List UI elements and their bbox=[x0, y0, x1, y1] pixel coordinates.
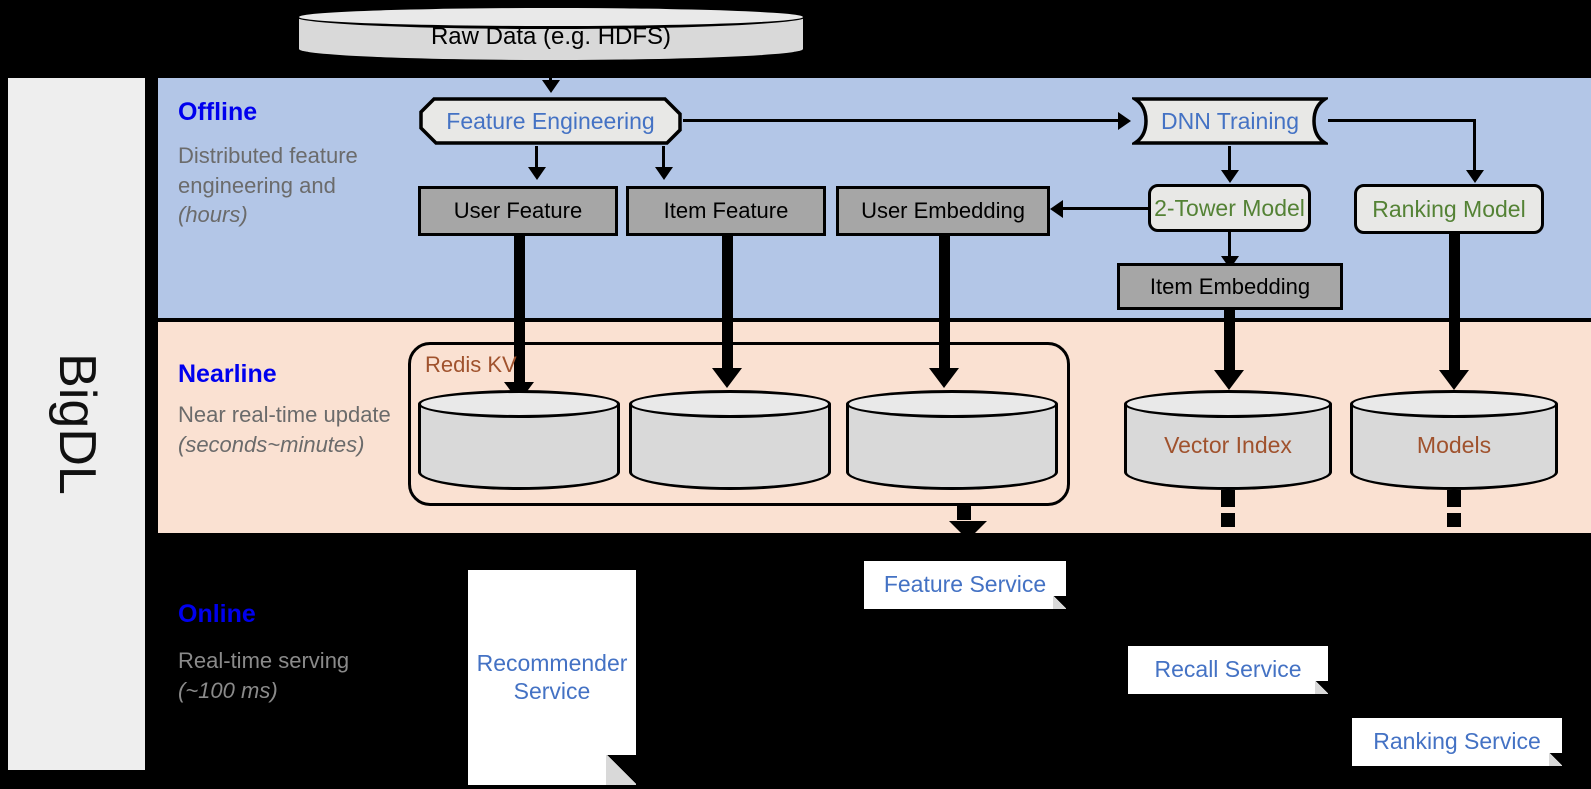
arrowhead-fe-itemfeature bbox=[655, 167, 673, 180]
online-title: Online bbox=[178, 600, 256, 628]
raw-data-label: Raw Data (e.g. HDFS) bbox=[430, 23, 672, 50]
dnn-training-node[interactable]: DNN Training bbox=[1128, 96, 1332, 146]
models-cylinder[interactable]: Models bbox=[1350, 390, 1558, 490]
feature-engineering-node[interactable]: Feature Engineering bbox=[418, 96, 683, 146]
connector-dnn-twotower bbox=[1228, 146, 1231, 172]
recall-service-node[interactable]: Recall Service bbox=[1128, 646, 1328, 694]
dash-ranking-service-1 bbox=[1447, 490, 1461, 507]
connector-dnn-ranking-h bbox=[1328, 119, 1476, 122]
recommender-service-label: Recommender Service bbox=[476, 649, 628, 704]
item-feature-store-cylinder[interactable] bbox=[629, 390, 831, 490]
arrowhead-dnn-ranking bbox=[1466, 170, 1484, 183]
two-tower-model-label: 2-Tower Model bbox=[1154, 194, 1305, 221]
redis-kv-label: Redis KV bbox=[425, 352, 517, 377]
online-desc-text: Real-time serving bbox=[178, 648, 350, 673]
dash-recall-service-1 bbox=[1221, 490, 1235, 507]
recommender-service-node[interactable]: Recommender Service bbox=[468, 570, 636, 785]
offline-desc-text: Distributed feature engineering and bbox=[178, 143, 358, 198]
vector-index-label: Vector Index bbox=[1164, 432, 1292, 458]
thick-arrowhead-itemfeature bbox=[712, 368, 742, 388]
thick-connector-userfeature bbox=[514, 236, 525, 390]
user-embedding-node[interactable]: User Embedding bbox=[836, 186, 1050, 236]
nearline-description: Near real-time update (seconds~minutes) bbox=[178, 400, 403, 459]
dash-ranking-service-2 bbox=[1447, 513, 1461, 527]
online-description: Real-time serving (~100 ms) bbox=[178, 646, 403, 705]
nearline-title: Nearline bbox=[178, 360, 277, 388]
arrowhead-twotower-userembedding bbox=[1050, 200, 1063, 218]
redis-kv-container[interactable] bbox=[408, 342, 1070, 506]
user-feature-node[interactable]: User Feature bbox=[418, 186, 618, 236]
cyl-top-3 bbox=[846, 390, 1058, 418]
connector-dnn-ranking-v bbox=[1473, 119, 1476, 173]
nearline-desc-emph: (seconds~minutes) bbox=[178, 431, 365, 457]
bigdl-label: BigDL bbox=[47, 353, 106, 495]
user-feature-label: User Feature bbox=[453, 198, 583, 224]
cyl-top-models bbox=[1350, 390, 1558, 418]
nearline-desc-text: Near real-time update bbox=[178, 402, 391, 427]
dash-arrowhead-feature-service bbox=[949, 521, 987, 540]
thick-arrowhead-itemembedding bbox=[1214, 370, 1244, 390]
ranking-model-label: Ranking Model bbox=[1372, 195, 1526, 222]
connector-rawdata-fe bbox=[549, 63, 552, 83]
connector-twotower-userembedding bbox=[1063, 207, 1150, 210]
user-embedding-store-cylinder[interactable] bbox=[846, 390, 1058, 490]
thick-arrowhead-userembedding bbox=[929, 368, 959, 388]
arrowhead-fe-dnn bbox=[1118, 112, 1131, 130]
thick-arrowhead-rankingmodel bbox=[1439, 370, 1469, 390]
item-feature-node[interactable]: Item Feature bbox=[626, 186, 826, 236]
thick-connector-rankingmodel bbox=[1449, 234, 1460, 378]
dash-recall-service-2 bbox=[1221, 513, 1235, 527]
dnn-training-shape bbox=[1128, 97, 1332, 145]
raw-data-cylinder[interactable]: Raw Data (e.g. HDFS) bbox=[296, 5, 806, 63]
connector-twotower-itemembedding bbox=[1228, 232, 1231, 258]
thick-connector-itemembedding bbox=[1224, 310, 1235, 378]
models-label: Models bbox=[1416, 432, 1492, 458]
user-feature-store-cylinder[interactable] bbox=[418, 390, 620, 490]
feature-service-label: Feature Service bbox=[883, 571, 1047, 598]
connector-fe-dnn bbox=[683, 119, 1119, 122]
online-desc-emph: (~100 ms) bbox=[178, 677, 278, 703]
item-embedding-label: Item Embedding bbox=[1149, 273, 1311, 299]
vector-index-cylinder[interactable]: Vector Index bbox=[1124, 390, 1332, 490]
dash-feature-service-1 bbox=[957, 506, 971, 520]
feature-engineering-shape bbox=[419, 97, 682, 145]
two-tower-model-node[interactable]: 2-Tower Model bbox=[1148, 184, 1311, 232]
cyl-body-3 bbox=[846, 404, 1058, 490]
cyl-body-2 bbox=[629, 404, 831, 490]
thick-connector-itemfeature bbox=[722, 236, 733, 376]
offline-desc-emph: (hours) bbox=[178, 202, 248, 228]
feature-engineering-label: Feature Engineering bbox=[446, 107, 655, 134]
ranking-service-node[interactable]: Ranking Service bbox=[1352, 718, 1562, 766]
arrowhead-dnn-twotower bbox=[1221, 170, 1239, 183]
cyl-body-1 bbox=[418, 404, 620, 490]
arrowhead-rawdata-fe bbox=[542, 80, 560, 93]
offline-title: Offline bbox=[178, 98, 258, 126]
recall-service-label: Recall Service bbox=[1154, 656, 1302, 683]
arrowhead-fe-userfeature bbox=[528, 167, 546, 180]
ranking-model-node[interactable]: Ranking Model bbox=[1354, 184, 1544, 234]
feature-service-node[interactable]: Feature Service bbox=[864, 561, 1066, 609]
offline-description: Distributed feature engineering and (hou… bbox=[178, 141, 403, 230]
thick-connector-userembedding bbox=[939, 236, 950, 376]
cyl-top-vector bbox=[1124, 390, 1332, 418]
cyl-top-2 bbox=[629, 390, 831, 418]
ranking-service-label: Ranking Service bbox=[1373, 728, 1541, 755]
user-embedding-label: User Embedding bbox=[861, 198, 1025, 224]
item-embedding-node[interactable]: Item Embedding bbox=[1117, 263, 1343, 310]
item-feature-label: Item Feature bbox=[663, 198, 789, 224]
dnn-training-label: DNN Training bbox=[1160, 107, 1300, 134]
cyl-body-models bbox=[1350, 404, 1558, 490]
connector-fe-userfeature bbox=[535, 146, 538, 170]
raw-data-cylinder-top bbox=[296, 5, 806, 29]
cyl-top-1 bbox=[418, 390, 620, 418]
cyl-body-vector bbox=[1124, 404, 1332, 490]
bigdl-sidebar: BigDL bbox=[8, 78, 145, 770]
connector-fe-itemfeature bbox=[662, 146, 665, 170]
